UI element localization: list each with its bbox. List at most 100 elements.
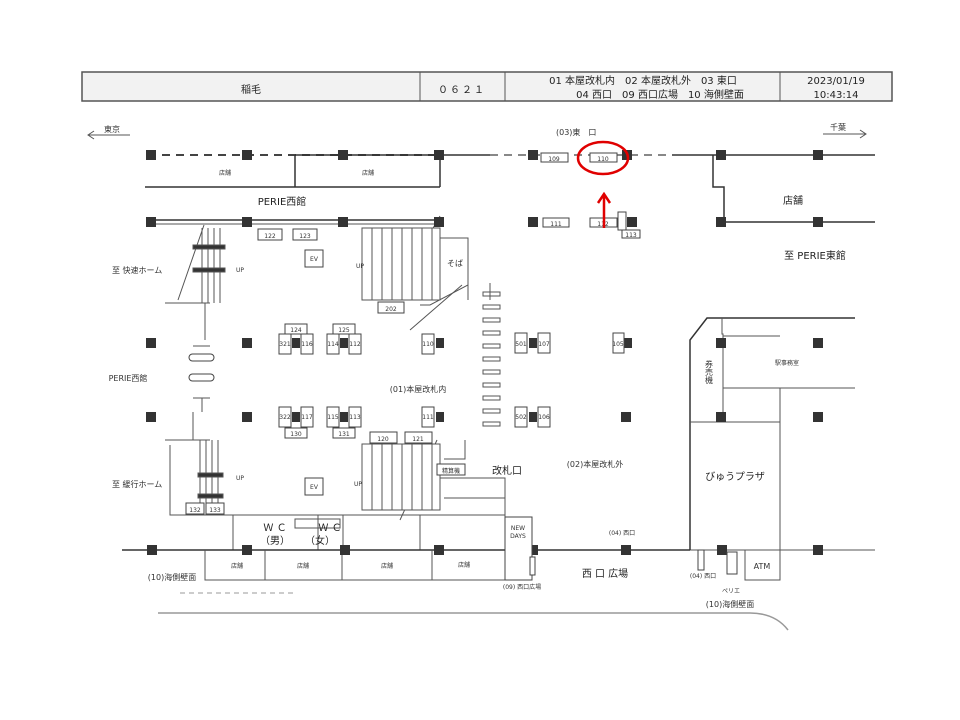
legend-line-1: 01 本屋改札内 02 本屋改札外 03 東口 [549, 74, 737, 87]
to-perie-east-label: 至 PERIE東館 [784, 249, 846, 262]
pillars [146, 150, 823, 555]
machine-111[interactable]: 111 [542, 217, 570, 228]
ev-label: EV [310, 484, 319, 491]
svg-text:321: 321 [279, 341, 291, 348]
sea-wall-label: (10)海側壁面 [148, 572, 196, 582]
svg-text:111: 111 [550, 221, 562, 228]
up-label: UP [236, 475, 244, 482]
stairs [192, 227, 441, 529]
east-exit-label: (03)東 口 [556, 127, 596, 137]
shop-label: 店舗 [231, 562, 243, 570]
machine-105[interactable]: 105 [612, 332, 625, 354]
date: 2023/01/19 [807, 76, 865, 87]
up-label: UP [356, 263, 364, 270]
machine-122[interactable]: 122 [257, 228, 283, 241]
machine-124[interactable]: 124 [284, 323, 308, 335]
machine-132[interactable]: 132 [185, 502, 205, 515]
west-exit-small-label: (04) 西口 [690, 573, 716, 580]
machine-321[interactable]: 321 [278, 333, 292, 355]
svg-text:109: 109 [548, 156, 560, 163]
machine-107[interactable]: 107 [537, 332, 551, 354]
machine-131[interactable]: 131 [332, 427, 356, 439]
gate-label: 改札口 [492, 464, 522, 477]
machine-112-inner[interactable]: 112 [348, 333, 362, 355]
machine-106[interactable]: 106 [537, 406, 551, 428]
station-code: ０６２１ [438, 85, 486, 96]
machine-130[interactable]: 130 [284, 427, 308, 439]
machine-120[interactable]: 120 [369, 431, 398, 444]
machine-121[interactable]: 121 [404, 431, 433, 444]
highlight-circle [576, 140, 630, 176]
wc-female-label: Ｗ Ｃ [318, 523, 341, 534]
machine-133[interactable]: 133 [205, 502, 225, 515]
machine-123[interactable]: 123 [292, 228, 318, 241]
shop-label: 店舗 [297, 562, 309, 570]
machine-202[interactable]: 202 [377, 301, 405, 314]
svg-text:120: 120 [377, 436, 389, 443]
svg-text:112: 112 [349, 341, 361, 348]
sea-wall-label-right: (10)海側壁面 [706, 599, 754, 609]
machine-502[interactable]: 502 [514, 406, 528, 428]
svg-text:123: 123 [299, 233, 311, 240]
to-rapid-platform-label: 至 快速ホーム [112, 265, 162, 275]
west-plaza-small-label: (09) 西口広場 [503, 583, 541, 591]
west-plaza-label: 西 口 広場 [582, 567, 628, 580]
outside-gate-label: (02)本屋改札外 [567, 459, 623, 469]
shop-label: 店舗 [219, 169, 231, 177]
direction-east: 千葉 [823, 122, 867, 139]
time: 10:43:14 [814, 90, 859, 101]
svg-text:110: 110 [422, 341, 434, 348]
machine-113[interactable]: 113 [617, 211, 641, 239]
machine-322[interactable]: 322 [278, 406, 292, 428]
machine-113-inner[interactable]: 113 [348, 406, 362, 428]
direction-east-label: 千葉 [830, 122, 846, 132]
new-days-label-2: DAYS [510, 533, 526, 540]
svg-text:121: 121 [412, 436, 424, 443]
svg-text:502: 502 [515, 414, 527, 421]
svg-text:111: 111 [422, 414, 434, 421]
svg-text:117: 117 [301, 414, 313, 421]
up-label: UP [354, 481, 362, 488]
station-name: 稲毛 [241, 84, 261, 96]
station-office-label: 駅事務室 [775, 359, 799, 367]
svg-text:125: 125 [338, 327, 350, 334]
view-plaza-label: びゅうプラザ [705, 471, 765, 483]
machine-501[interactable]: 501 [514, 332, 528, 354]
west-exit-small-label: (04) 西口 [609, 530, 635, 537]
atm-label: ATM [754, 562, 771, 571]
shop-label: 店舗 [458, 561, 470, 569]
perie-small-label: ペリエ [722, 588, 740, 595]
machine-110[interactable]: 110 [589, 152, 618, 163]
svg-text:130: 130 [290, 431, 302, 438]
up-label: UP [236, 267, 244, 274]
wc-male-label: Ｗ Ｃ [263, 523, 286, 534]
walls [122, 154, 875, 631]
svg-text:322: 322 [279, 414, 291, 421]
machine-117[interactable]: 117 [300, 406, 314, 428]
svg-text:107: 107 [538, 341, 550, 348]
machine-115[interactable]: 115 [326, 406, 340, 428]
perie-west-side-label: PERIE西館 [109, 373, 148, 383]
svg-text:124: 124 [290, 327, 302, 334]
svg-text:131: 131 [338, 431, 350, 438]
male-label: （男） [260, 535, 290, 547]
legend-line-2: 04 西口 09 西口広場 10 海側壁面 [576, 88, 744, 101]
machine-111-inner[interactable]: 111 [421, 406, 435, 428]
svg-text:113: 113 [625, 232, 637, 239]
machine-114[interactable]: 114 [326, 333, 340, 355]
soba-label: そば [447, 259, 463, 268]
svg-text:122: 122 [264, 233, 276, 240]
machine-109[interactable]: 109 [540, 152, 569, 163]
svg-text:105: 105 [612, 341, 624, 348]
shop-label: 店舗 [381, 562, 393, 570]
machine-125[interactable]: 125 [332, 323, 356, 335]
machine-116[interactable]: 116 [300, 333, 314, 355]
perie-west-label: PERIE西館 [258, 195, 307, 208]
svg-text:202: 202 [385, 306, 397, 313]
highlight-marker [576, 140, 630, 228]
svg-text:501: 501 [515, 341, 527, 348]
svg-text:110: 110 [597, 156, 609, 163]
machine-110-inner[interactable]: 110 [421, 333, 435, 355]
direction-west-label: 東京 [104, 124, 120, 134]
